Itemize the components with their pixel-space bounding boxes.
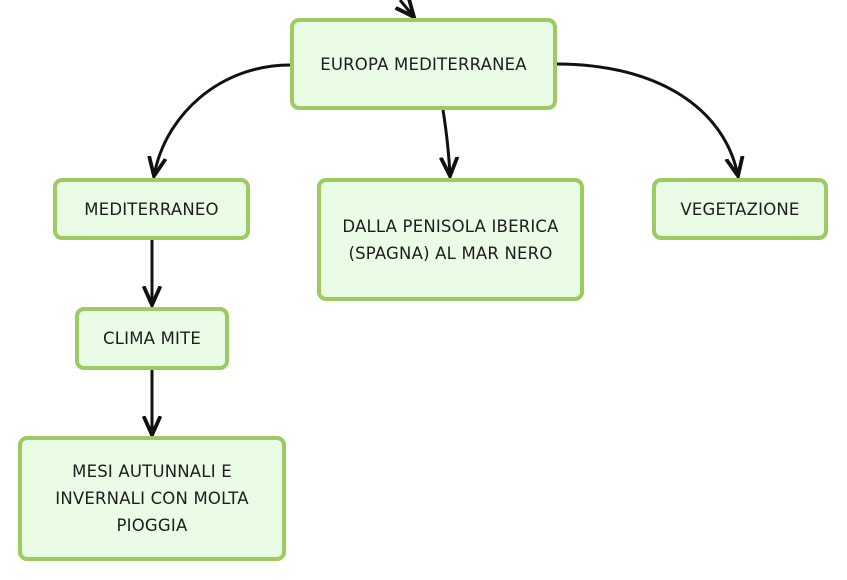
node-label: MEDITERRANEO [84, 199, 219, 219]
connector-root-to-mediterraneo [154, 63, 291, 176]
node-europa-mediterranea[interactable]: EUROPA MEDITERRANEA [290, 18, 557, 110]
node-penisola-iberica[interactable]: DALLA PENISOLA IBERICA (SPAGNA) AL MAR N… [317, 178, 584, 301]
node-label: MESI AUTUNNALI E INVERNALI CON MOLTA PIO… [55, 462, 249, 535]
node-label: VEGETAZIONE [680, 199, 800, 219]
incoming-connector [400, 0, 414, 17]
node-clima-mite[interactable]: CLIMA MITE [75, 307, 229, 370]
connector-root-to-extent [443, 109, 450, 176]
node-label: EUROPA MEDITERRANEA [320, 54, 527, 74]
node-label: DALLA PENISOLA IBERICA (SPAGNA) AL MAR N… [342, 216, 559, 263]
connector-root-to-vegetazione [555, 62, 738, 176]
node-vegetazione[interactable]: VEGETAZIONE [652, 178, 828, 240]
node-label: CLIMA MITE [103, 329, 201, 348]
node-mesi-autunnali[interactable]: MESI AUTUNNALI E INVERNALI CON MOLTA PIO… [18, 436, 286, 561]
node-mediterraneo[interactable]: MEDITERRANEO [53, 178, 250, 240]
